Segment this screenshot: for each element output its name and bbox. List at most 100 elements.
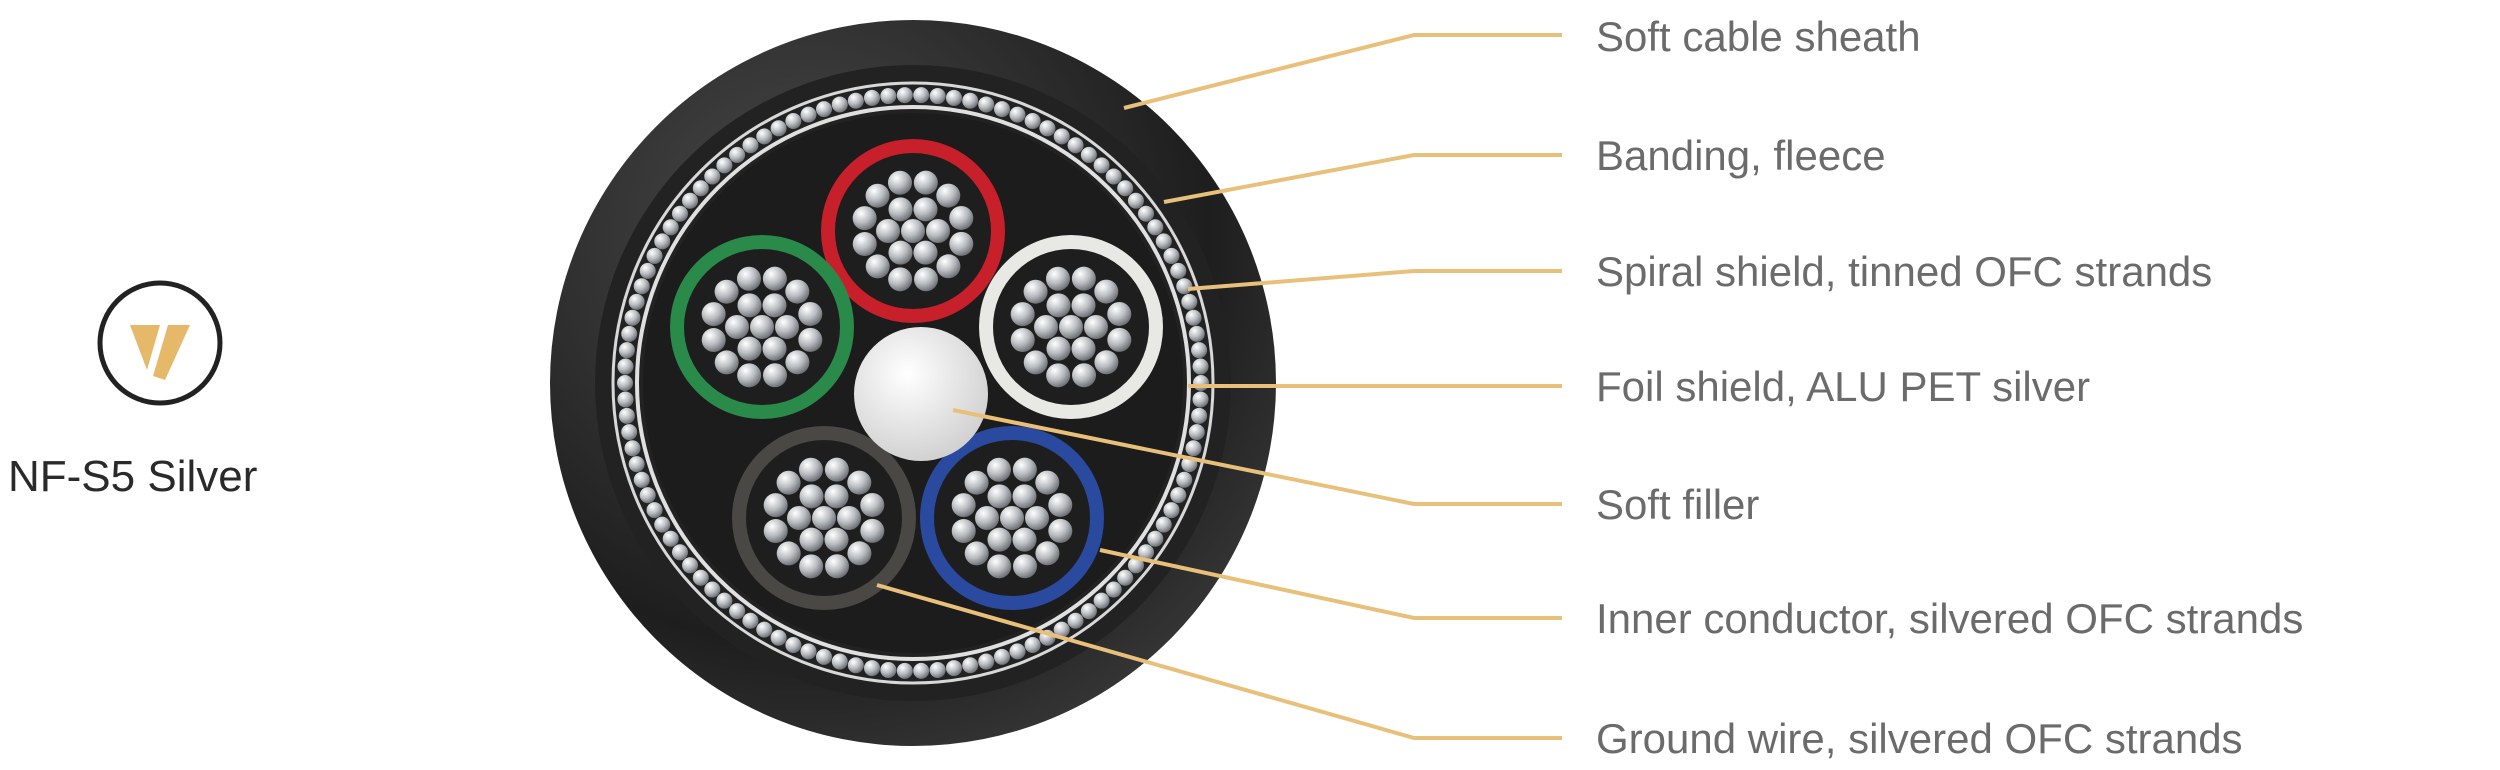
conductor-strand (736, 266, 761, 291)
spiral-strand (704, 168, 721, 185)
spiral-strand (1185, 440, 1202, 457)
spiral-strand (662, 530, 679, 547)
conductor-strand (824, 457, 849, 482)
product-name: NF-S5 Silver (8, 452, 258, 501)
spiral-strand (672, 544, 689, 561)
spiral-strand (929, 88, 946, 105)
conductor-strand (1045, 266, 1070, 291)
conductor-core (732, 426, 916, 610)
spiral-strand (847, 657, 864, 674)
conductor-strand (799, 554, 824, 579)
spiral-strand (624, 440, 641, 457)
spiral-strand (1127, 192, 1144, 209)
spiral-strand (662, 219, 679, 236)
spiral-strand (621, 424, 638, 441)
conductor-strand (1023, 279, 1048, 304)
spiral-strand (1188, 325, 1205, 342)
spiral-strand (1163, 502, 1180, 519)
conductor-strand (1071, 266, 1096, 291)
spiral-strand (945, 660, 962, 677)
spiral-strand (654, 233, 671, 250)
conductor-strand (1094, 350, 1119, 375)
spiral-strand (978, 653, 995, 670)
conductor-strand (1071, 293, 1096, 318)
spiral-strand (1080, 146, 1097, 163)
spiral-strand (1067, 137, 1084, 154)
conductor-strand (987, 527, 1012, 552)
conductor-strand (776, 470, 801, 495)
conductor-strand (860, 518, 885, 543)
spiral-strand (1127, 557, 1144, 574)
spiral-strand (624, 309, 641, 326)
conductor-strand (1013, 554, 1038, 579)
spiral-strand (628, 456, 645, 473)
spiral-strand (742, 137, 759, 154)
spiral-strand (704, 581, 721, 598)
conductor-strand (798, 327, 823, 352)
spiral-strand (1176, 471, 1193, 488)
spiral-strand (1117, 180, 1134, 197)
spiral-strand (756, 128, 773, 145)
spiral-strand (913, 87, 930, 104)
conductor-strand (787, 506, 811, 530)
conductor-strand (936, 183, 961, 208)
label-spiral-shield: Spiral shield, tinned OFC strands (1596, 248, 2213, 295)
spiral-strand (639, 487, 656, 504)
spiral-strand (1009, 643, 1026, 660)
spiral-strand (785, 113, 802, 130)
spiral-strand (1147, 530, 1164, 547)
conductor-strand (725, 315, 749, 339)
spiral-strand (1188, 424, 1205, 441)
conductor-strand (737, 293, 762, 318)
spiral-strand (929, 661, 946, 678)
conductor-strand (737, 363, 762, 388)
conductor-strand (763, 493, 788, 518)
spiral-strand (800, 106, 817, 123)
spiral-strand (646, 247, 663, 264)
conductor-strand (824, 484, 849, 509)
spiral-strand (633, 471, 650, 488)
label-soft-cable-sheath: Soft cable sheath (1596, 13, 1921, 60)
spiral-strand (1155, 233, 1172, 250)
spiral-strand (1192, 391, 1209, 408)
spiral-strand (1067, 612, 1084, 629)
label-soft-filler: Soft filler (1596, 481, 1760, 528)
spiral-shield (617, 87, 1209, 679)
conductor-strand (1107, 301, 1132, 326)
conductor-strand (1059, 315, 1083, 339)
spiral-strand (993, 101, 1010, 118)
conductor-strand (852, 232, 877, 257)
conductor-strand (776, 541, 801, 566)
conductor-strand (852, 206, 877, 231)
conductor-strand (964, 541, 989, 566)
spiral-strand (621, 325, 638, 342)
spiral-strand (1009, 106, 1026, 123)
leader-line (876, 583, 1562, 740)
leader-line (1187, 269, 1562, 291)
spiral-strand (1105, 581, 1122, 598)
spiral-strand (1147, 219, 1164, 236)
conductor-strand (887, 170, 912, 195)
spiral-strand (672, 205, 689, 222)
conductor-strand (799, 527, 824, 552)
conductor-strand (951, 493, 976, 518)
conductor-core (670, 235, 854, 419)
conductor-strand (888, 197, 913, 222)
spiral-strand (617, 375, 633, 391)
spiral-strand (1170, 487, 1187, 504)
spiral-strand (692, 569, 709, 586)
spiral-strand (1117, 569, 1134, 586)
spiral-strand (913, 662, 930, 679)
conductor-strand (914, 267, 939, 292)
conductor-strand (1025, 506, 1049, 530)
spiral-strand (1024, 636, 1041, 653)
spiral-strand (993, 648, 1010, 665)
leader-line (952, 408, 1562, 506)
spiral-strand (1193, 375, 1209, 391)
v-triangle-logo-icon (130, 325, 160, 370)
conductor-strand (986, 457, 1011, 482)
conductor-strand (785, 350, 810, 375)
spiral-strand (756, 621, 773, 638)
spiral-strand (682, 192, 699, 209)
conductor-strand (798, 457, 823, 482)
